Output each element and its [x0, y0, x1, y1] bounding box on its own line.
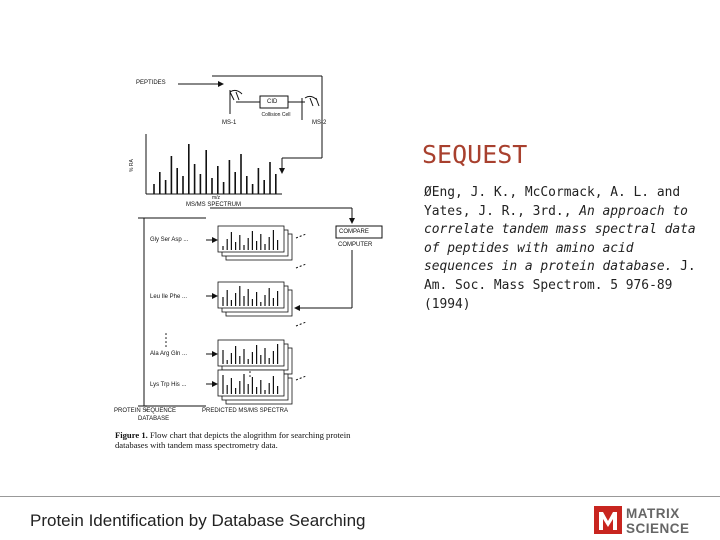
caption-text: Flow chart that depicts the alogrithm fo… — [115, 430, 351, 450]
predicted-spectrum-panel — [217, 339, 285, 367]
sequence-3: Ala Arg Gln ... — [150, 351, 188, 357]
ms2-label: MS-2 — [312, 120, 327, 126]
reference-article-title: An approach to correlate tandem mass spe… — [424, 203, 696, 275]
y-axis-label: % RA — [129, 159, 135, 172]
predicted-spectra-label: PREDICTED MS/MS SPECTRA — [202, 408, 289, 414]
spectrum-label: MS/MS SPECTRUM — [186, 202, 242, 208]
peptides-label: PEPTIDES — [136, 80, 166, 86]
footer-title: Protein Identification by Database Searc… — [30, 511, 366, 530]
caption-label: Figure 1. — [115, 430, 148, 440]
ms1-label: MS-1 — [222, 120, 237, 126]
slide-title: SEQUEST — [422, 140, 528, 169]
predicted-spectrum-panel — [217, 369, 285, 397]
db-label-line2: DATABASE — [138, 416, 170, 422]
cid-label: CID — [267, 99, 278, 105]
matrix-logo-mark-icon — [594, 506, 622, 534]
reference-text: ØEng, J. K., McCormack, A. L. and Yates,… — [424, 184, 706, 314]
compare-label: COMPARE — [339, 229, 369, 235]
predicted-spectrum-panel — [217, 281, 285, 309]
sequence-4: Lys Trp His ... — [150, 382, 187, 388]
reference-journal: J. Am. Soc. Mass Spectrom. 5 976-89 (199… — [424, 259, 696, 312]
collision-cell-label: Collision Cell — [261, 112, 291, 118]
mz-label: m/z — [212, 195, 221, 201]
logo-word-matrix: MATRIX — [626, 506, 680, 521]
footer-divider — [0, 496, 720, 497]
matrix-science-logo: MATRIX SCIENCE — [594, 504, 706, 536]
sequence-1: Gly Ser Asp ... — [150, 237, 189, 243]
computer-label: COMPUTER — [338, 242, 373, 248]
sequest-flow-chart-figure: PEPTIDES CID Collision Cell MS-1 MS-2 % … — [100, 68, 410, 458]
sequence-2: Leu Ile Phe ... — [150, 294, 188, 300]
logo-word-science: SCIENCE — [626, 521, 690, 536]
predicted-spectrum-panel — [217, 225, 285, 253]
db-label-line1: PROTEIN SEQUENCE — [114, 408, 177, 414]
reference-authors: Eng, J. K., McCormack, A. L. and Yates, … — [424, 185, 681, 219]
figure-caption: Figure 1. Flow chart that depicts the al… — [115, 430, 375, 450]
bullet-arrow: Ø — [424, 185, 432, 200]
flow-chart-graphic — [138, 75, 383, 411]
